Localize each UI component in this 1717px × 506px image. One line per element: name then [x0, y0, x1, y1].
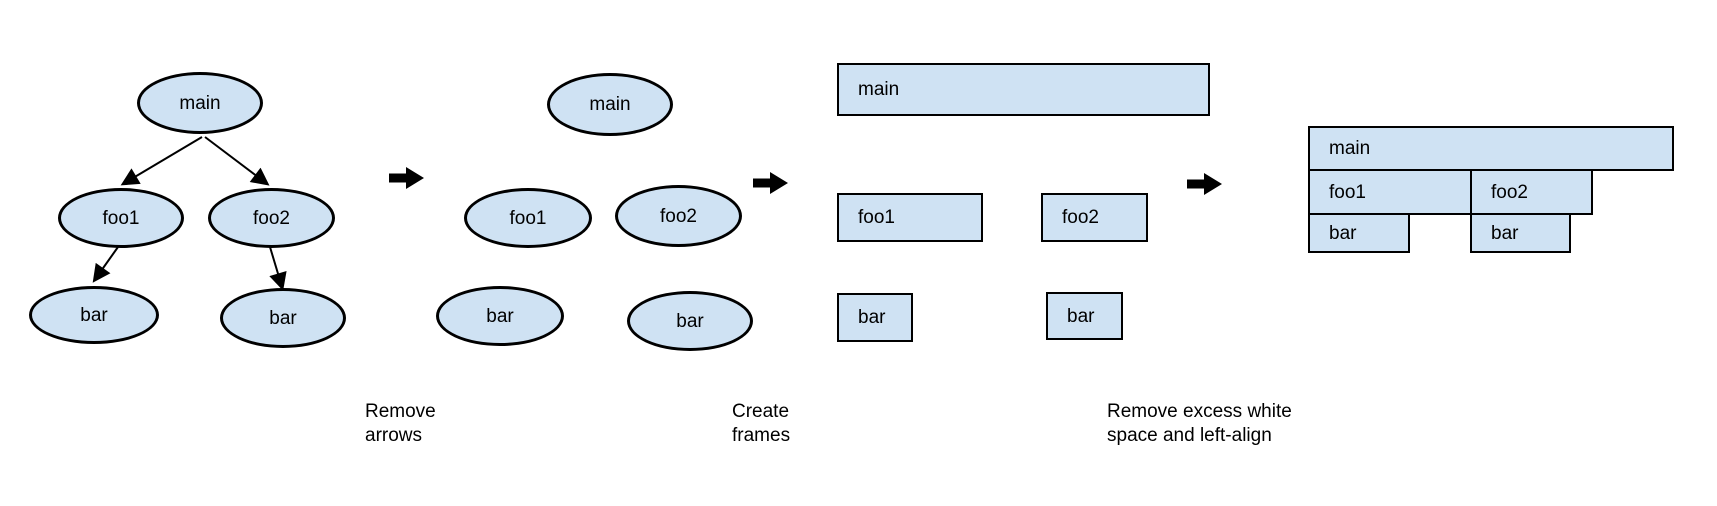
- transform-arrow-icon: [753, 172, 788, 194]
- frame-bar-left: bar: [837, 293, 913, 342]
- tree-node-foo2: foo2: [208, 188, 335, 248]
- caption-create-frames: Create frames: [732, 401, 791, 446]
- frame-bar-right: bar: [1046, 292, 1123, 340]
- noarrow-node-bar-left: bar: [436, 286, 564, 346]
- noarrow-node-foo2: foo2: [615, 185, 742, 247]
- flame-foo1: foo1: [1308, 169, 1472, 215]
- transform-arrow-icon: [389, 167, 424, 189]
- transform-arrow-icon: [1187, 173, 1222, 195]
- edge-foo2-bar-arrow-icon: [269, 246, 287, 291]
- caption-remove-arrows: Remove arrows: [365, 401, 436, 446]
- edge-main-foo1-arrow-icon: [120, 136, 203, 186]
- flame-bar-right: bar: [1470, 213, 1571, 253]
- frame-foo2: foo2: [1041, 193, 1148, 242]
- tree-node-foo1: foo1: [58, 188, 184, 248]
- flame-foo2: foo2: [1470, 169, 1593, 215]
- flame-main: main: [1308, 126, 1674, 171]
- edge-main-foo2-arrow-icon: [204, 136, 270, 186]
- caption-left-align: Remove excess white space and left-align: [1107, 401, 1292, 446]
- tree-node-main: main: [137, 72, 263, 134]
- frame-foo1: foo1: [837, 193, 983, 242]
- tree-node-bar-left: bar: [29, 286, 159, 344]
- edge-foo1-bar-arrow-icon: [92, 246, 119, 283]
- flame-bar-left: bar: [1308, 213, 1410, 253]
- frame-main: main: [837, 63, 1210, 116]
- tree-node-bar-right: bar: [220, 288, 346, 348]
- noarrow-node-main: main: [547, 73, 673, 136]
- noarrow-node-bar-right: bar: [627, 291, 753, 351]
- noarrow-node-foo1: foo1: [464, 188, 592, 248]
